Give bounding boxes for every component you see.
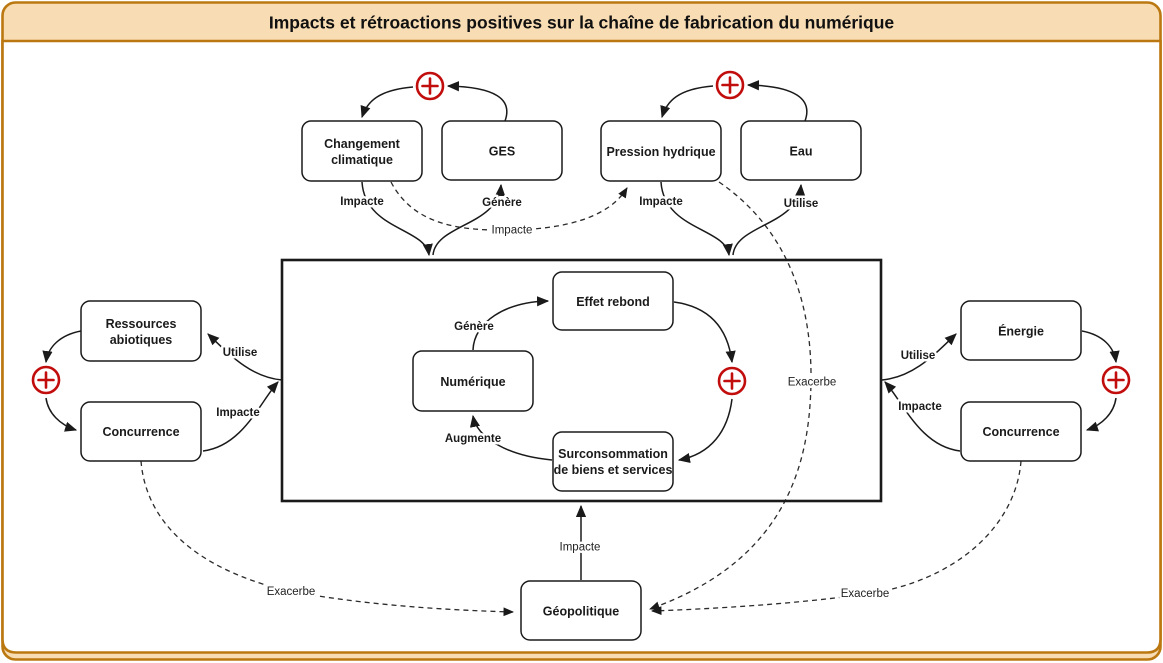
label-utilise-eau: Utilise: [784, 198, 819, 210]
node-concurrence-left: Concurrence: [80, 401, 202, 462]
edge-chain-utilise-energie: [881, 333, 957, 381]
edge-eau-to-plus-topright: [746, 80, 808, 122]
label-genere-effet: Génère: [454, 321, 494, 333]
svg-text:GES: GES: [489, 145, 515, 159]
edge-chain-genere-ges: [432, 183, 506, 256]
node-ressources-abiotiques: Ressources abiotiques: [80, 300, 202, 362]
svg-text:Surconsommation: Surconsommation: [558, 447, 668, 461]
label-augmente-numerique: Augmente: [445, 433, 501, 445]
edge-concurrence-right-impacte-chain: [884, 381, 961, 452]
node-energie: Énergie: [960, 300, 1082, 361]
svg-text:Numérique: Numérique: [440, 375, 505, 389]
label-exacerbe-bottomleft: Exacerbe: [267, 586, 316, 598]
edge-plus-topright-to-pression: [660, 85, 714, 119]
svg-text:Concurrence: Concurrence: [102, 425, 179, 439]
positive-loop-icon-right: [1101, 365, 1131, 395]
edge-effet-to-plus-center: [673, 301, 736, 364]
edge-chain-utilise-eau: [732, 183, 806, 256]
svg-text:climatique: climatique: [331, 153, 393, 167]
positive-loop-icon-topleft: [415, 71, 445, 101]
svg-text:Énergie: Énergie: [998, 324, 1044, 339]
label-exacerbe-bottomright: Exacerbe: [841, 588, 890, 600]
edge-chain-utilise-ressources: [207, 333, 283, 381]
edge-surconsommation-augmente-numerique: [469, 414, 553, 461]
node-geopolitique: Géopolitique: [520, 580, 642, 641]
content-area: [1, 39, 1162, 654]
label-utilise-energie: Utilise: [901, 350, 936, 362]
node-eau: Eau: [740, 120, 862, 181]
edge-changement-impacte-chain: [361, 181, 433, 257]
node-surconsommation: Surconsommation de biens et services: [552, 431, 674, 492]
label-impacte-pression: Impacte: [639, 196, 682, 208]
svg-text:Pression hydrique: Pression hydrique: [606, 145, 715, 159]
svg-text:Géopolitique: Géopolitique: [543, 605, 619, 619]
dashed-concurrence-right-exacerbe-geopolitique: [651, 460, 1022, 616]
dashed-pression-exacerbe-geopolitique: [649, 181, 812, 610]
edge-pression-impacte-chain: [660, 181, 733, 257]
edge-energie-to-plus-right: [1081, 330, 1120, 364]
edge-plus-left-to-concurrence: [45, 397, 78, 432]
edge-ges-to-plus-topleft: [446, 81, 508, 122]
label-impacte-geopolitique: Impacte: [560, 542, 601, 554]
label-impacte-concurrence-left: Impacte: [216, 407, 259, 419]
node-concurrence-right: Concurrence: [960, 401, 1082, 462]
edge-plus-right-to-concurrence: [1085, 397, 1117, 432]
svg-text:Concurrence: Concurrence: [982, 425, 1059, 439]
edge-ressources-to-plus-left: [42, 330, 82, 364]
node-effet-rebond: Effet rebond: [552, 271, 674, 331]
svg-text:abiotiques: abiotiques: [110, 333, 173, 347]
node-ges: GES: [441, 120, 563, 181]
node-numerique: Numérique: [412, 350, 534, 412]
label-genere-ges: Génère: [482, 197, 522, 209]
svg-text:Changement: Changement: [324, 137, 401, 151]
svg-text:Eau: Eau: [790, 145, 813, 159]
edge-numerique-genere-effet: [472, 296, 550, 351]
svg-text:Effet rebond: Effet rebond: [576, 295, 650, 309]
dashed-concurrence-left-exacerbe-geopolitique: [140, 460, 514, 617]
node-changement-climatique: Changement climatique: [301, 120, 423, 182]
node-pression-hydrique: Pression hydrique: [600, 120, 722, 182]
positive-loop-icon-left: [31, 365, 61, 395]
diagram-title: Impacts et rétroactions positives sur la…: [269, 13, 895, 33]
positive-loop-icon-topright: [715, 70, 745, 100]
positive-loop-icon-center: [717, 366, 747, 396]
label-impacte-dashed-top: Impacte: [492, 225, 533, 237]
chain-boundary-box: [280, 258, 883, 503]
svg-text:de biens et services: de biens et services: [554, 463, 673, 477]
edge-plus-center-to-surconsommation: [677, 398, 733, 463]
svg-text:Ressources: Ressources: [106, 317, 177, 331]
label-impacte-changement: Impacte: [340, 196, 383, 208]
label-exacerbe-center: Exacerbe: [788, 377, 837, 389]
label-impacte-concurrence-right: Impacte: [898, 401, 941, 413]
label-utilise-ressources: Utilise: [223, 347, 258, 359]
edge-plus-topleft-to-changement: [360, 86, 414, 119]
edge-concurrence-left-impacte-chain: [202, 381, 279, 452]
dashed-changement-impacte-pression: [390, 181, 628, 231]
